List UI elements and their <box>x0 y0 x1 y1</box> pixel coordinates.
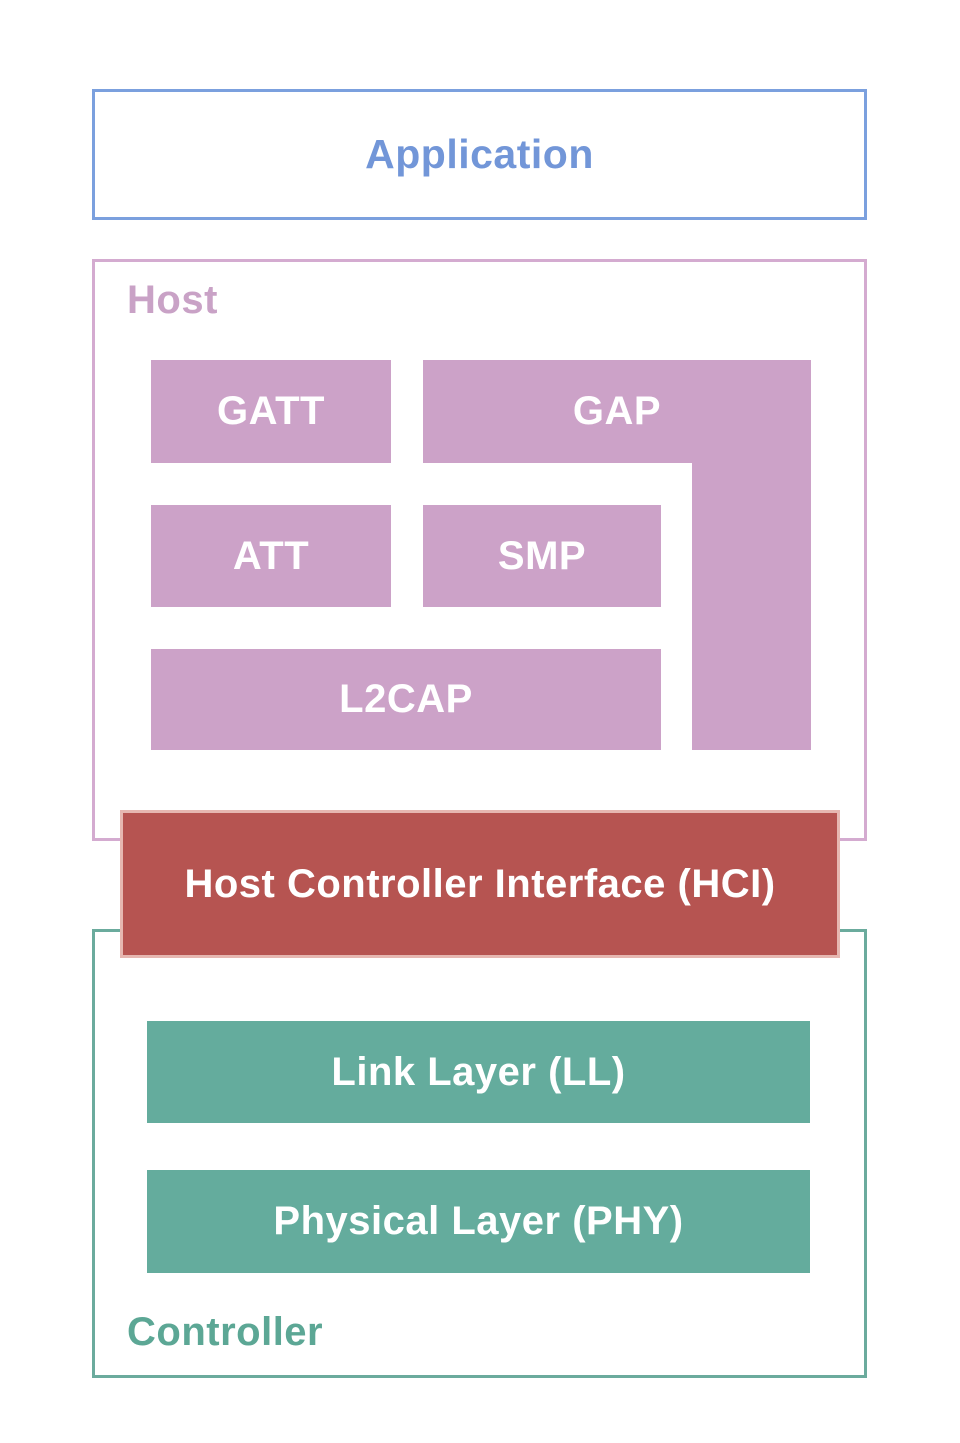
gap-label: GAP <box>572 389 662 433</box>
gap-box: GAP <box>423 360 811 463</box>
l2cap-label: L2CAP <box>339 677 473 721</box>
application-label: Application <box>365 131 594 177</box>
gatt-label: GATT <box>217 389 325 433</box>
att-label: ATT <box>232 533 310 578</box>
link-layer-label: Link Layer (LL) <box>331 1049 626 1094</box>
gatt-box: GATT <box>151 360 391 463</box>
physical-layer-box: Physical Layer (PHY) <box>147 1170 810 1273</box>
smp-label: SMP <box>497 533 587 578</box>
controller-label: Controller <box>127 1310 324 1354</box>
l2cap-box: L2CAP <box>151 649 661 750</box>
physical-layer-label: Physical Layer (PHY) <box>273 1199 684 1243</box>
smp-box: SMP <box>423 505 661 607</box>
att-box: ATT <box>151 505 391 607</box>
application-box: Application <box>92 89 867 220</box>
link-layer-box: Link Layer (LL) <box>147 1021 810 1123</box>
host-label: Host <box>127 278 218 322</box>
gap-box-arm <box>692 458 811 750</box>
hci-box: Host Controller Interface (HCI) <box>120 810 840 958</box>
hci-label: Host Controller Interface (HCI) <box>184 861 776 906</box>
